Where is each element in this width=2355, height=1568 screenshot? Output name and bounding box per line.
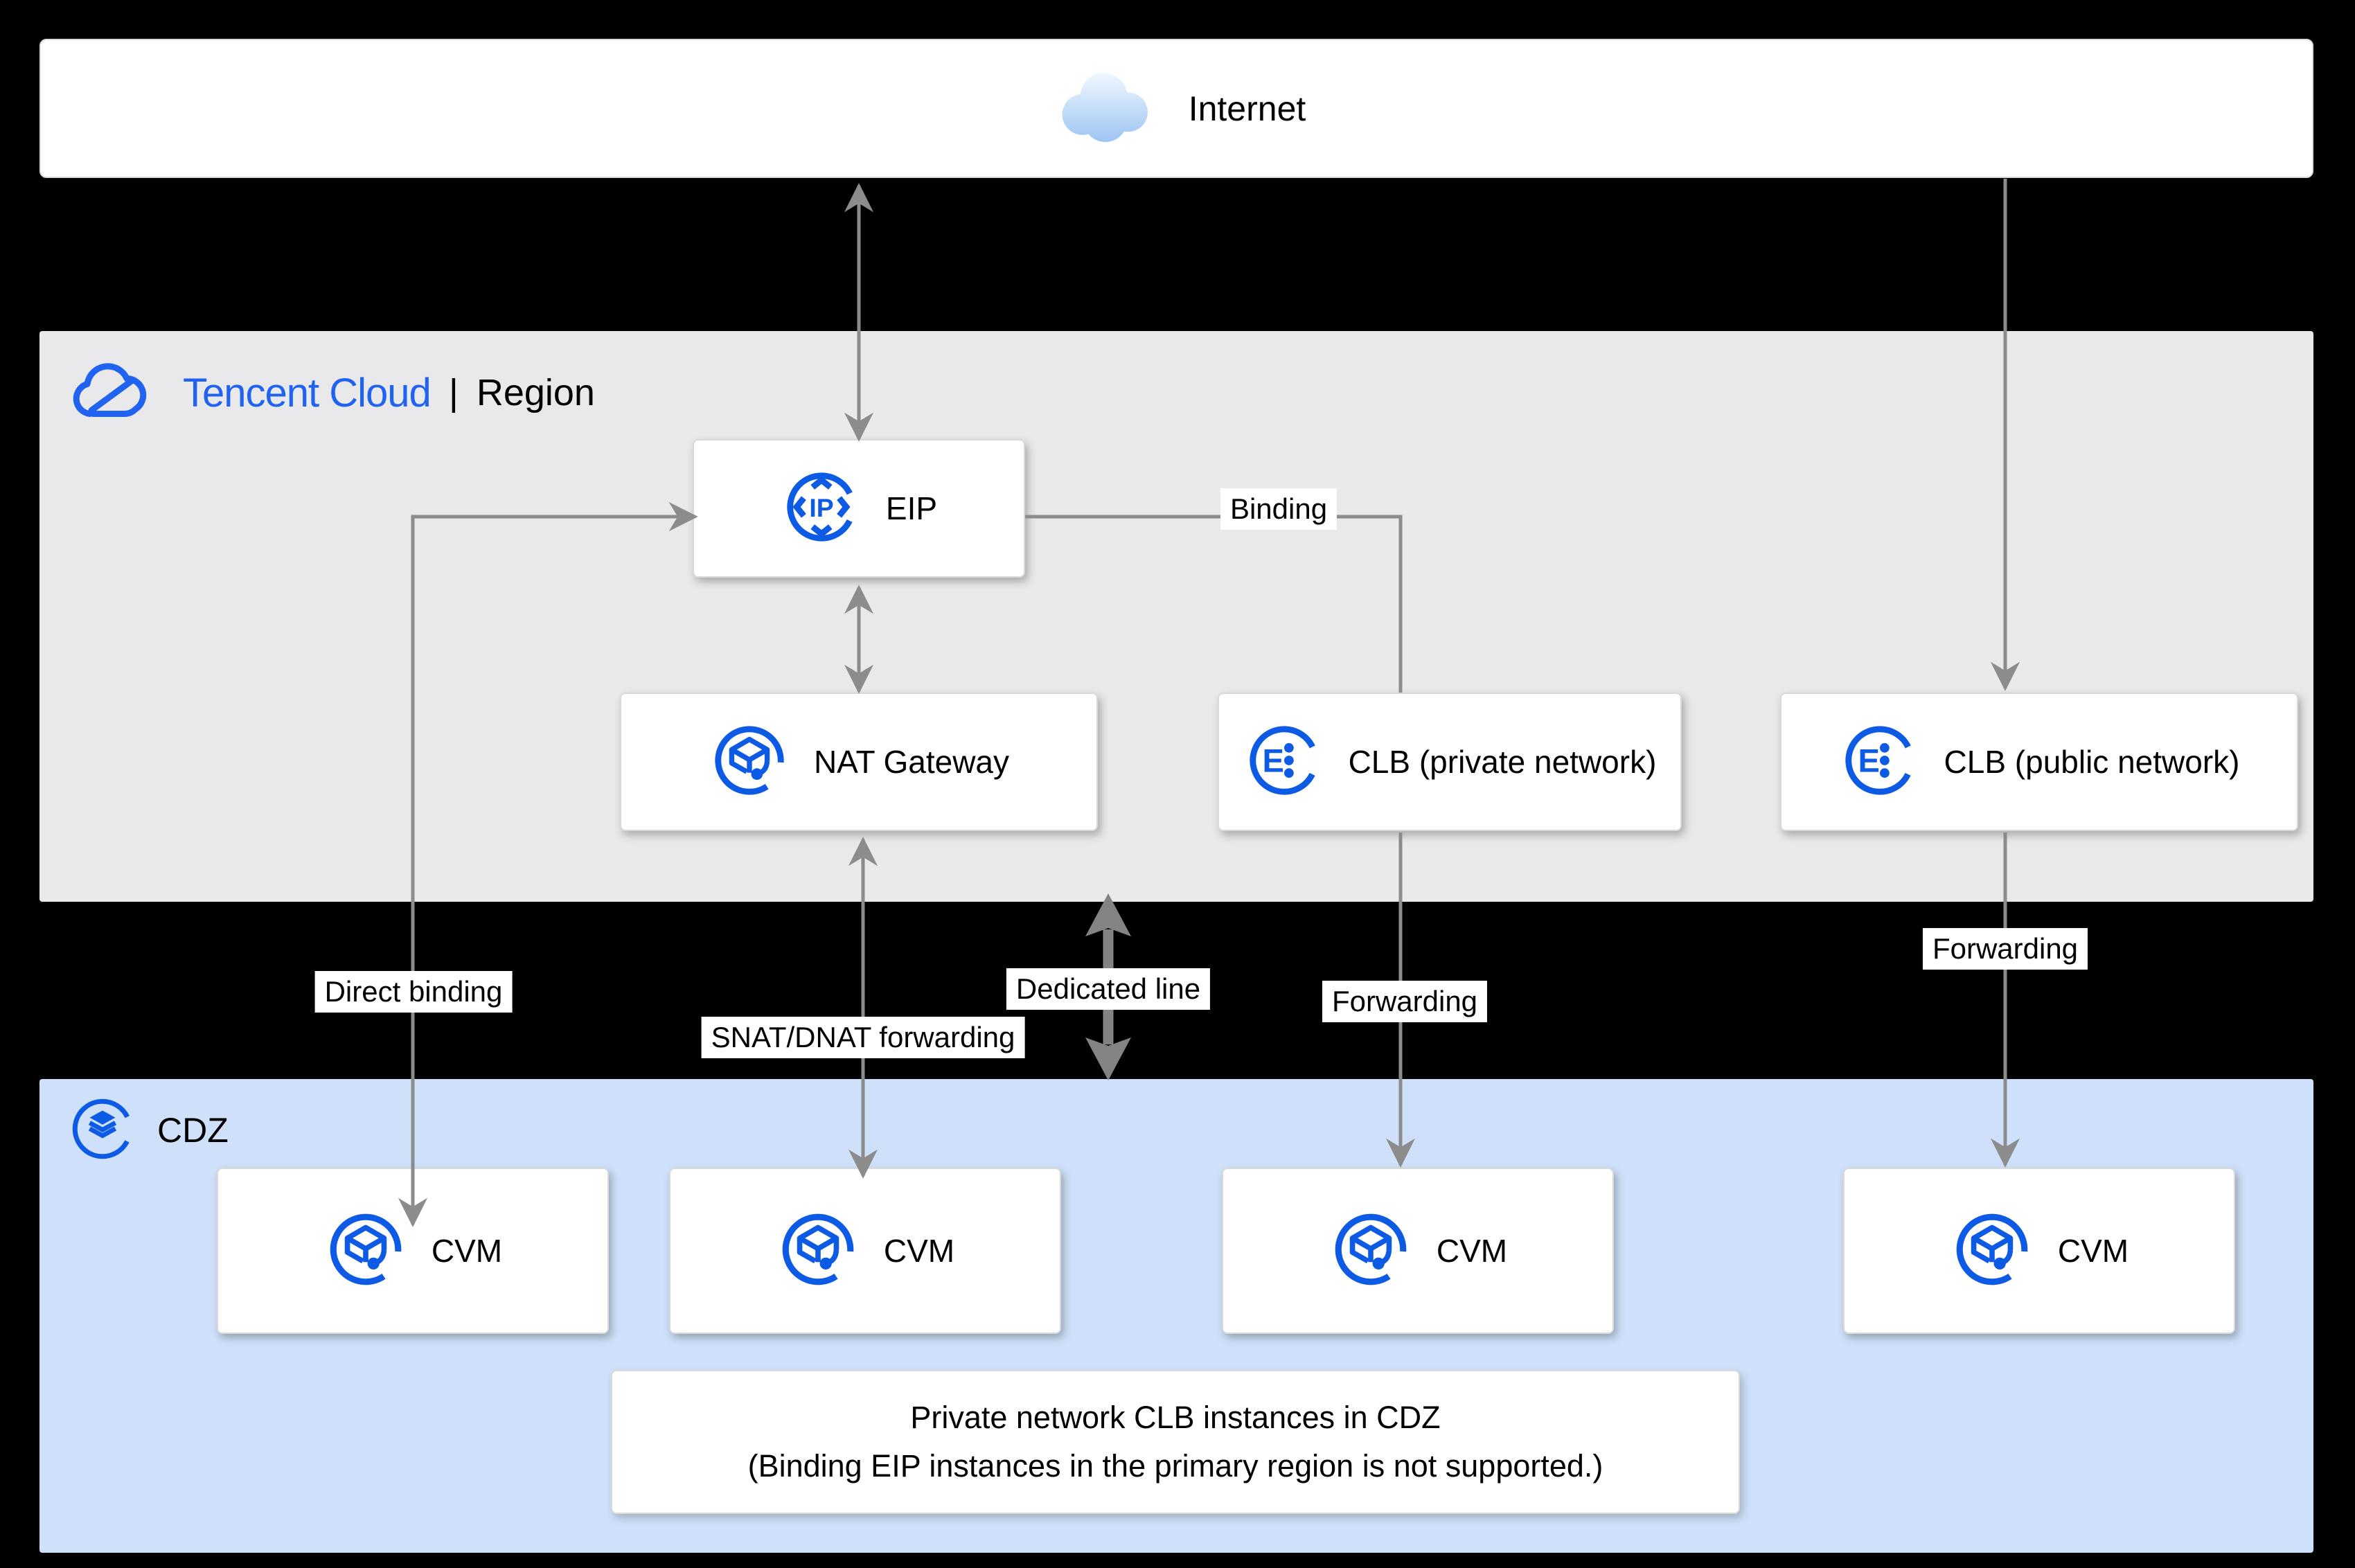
cvm-node-4: CVM — [1843, 1168, 2235, 1334]
clb-private-label: CLB (private network) — [1348, 744, 1657, 780]
cdz-header: CDZ — [66, 1092, 229, 1169]
region-name: Region — [476, 372, 595, 413]
cvm-icon — [1950, 1207, 2034, 1295]
clb-private-node: E CLB (private network) — [1218, 693, 1682, 831]
eip-node: IP EIP — [693, 439, 1025, 578]
note-line-1: Private network CLB instances in CDZ — [910, 1400, 1441, 1436]
cvm-label: CVM — [431, 1233, 503, 1269]
cvm-node-1: CVM — [217, 1168, 609, 1334]
cdz-note-box: Private network CLB instances in CDZ (Bi… — [611, 1370, 1740, 1514]
forwarding-public-label: Forwarding — [1922, 928, 2088, 970]
forwarding-private-label: Forwarding — [1322, 981, 1488, 1022]
brand-name: Tencent Cloud — [183, 370, 432, 416]
cvm-node-2: CVM — [669, 1168, 1061, 1334]
note-line-2: (Binding EIP instances in the primary re… — [747, 1448, 1603, 1484]
cvm-label: CVM — [1436, 1233, 1508, 1269]
dedicated-line-label: Dedicated line — [1006, 968, 1211, 1010]
nat-gateway-label: NAT Gateway — [813, 744, 1010, 780]
clb-glyph: E — [1858, 742, 1879, 779]
eip-label: EIP — [885, 490, 938, 526]
binding-label: Binding — [1220, 488, 1338, 530]
nat-gateway-node: NAT Gateway — [620, 693, 1098, 831]
cvm-node-3: CVM — [1222, 1168, 1614, 1334]
internet-bar: Internet — [39, 39, 2313, 178]
snat-dnat-label: SNAT/DNAT forwarding — [701, 1017, 1025, 1058]
clb-icon: E — [1243, 720, 1325, 805]
clb-public-node: E CLB (public network) — [1780, 693, 2298, 831]
clb-icon: E — [1839, 720, 1921, 805]
cvm-icon — [776, 1207, 860, 1295]
region-header: Tencent Cloud | Region — [64, 355, 595, 431]
clb-public-label: CLB (public network) — [1944, 744, 2240, 780]
cvm-icon — [1328, 1207, 1413, 1295]
cdz-label: CDZ — [157, 1111, 229, 1150]
cvm-label: CVM — [2057, 1233, 2129, 1269]
internet-label: Internet — [1188, 89, 1306, 128]
region-separator: | — [448, 372, 459, 413]
direct-binding-label: Direct binding — [314, 971, 513, 1013]
nat-gateway-icon — [709, 720, 790, 805]
internet-cloud-icon — [1047, 66, 1165, 151]
cvm-label: CVM — [883, 1233, 955, 1269]
eip-icon: IP — [781, 466, 862, 551]
tencent-cloud-logo-icon — [64, 355, 168, 431]
eip-glyph: IP — [809, 492, 833, 522]
clb-glyph: E — [1262, 742, 1283, 779]
cvm-icon — [323, 1207, 408, 1295]
cdz-icon — [66, 1092, 139, 1169]
